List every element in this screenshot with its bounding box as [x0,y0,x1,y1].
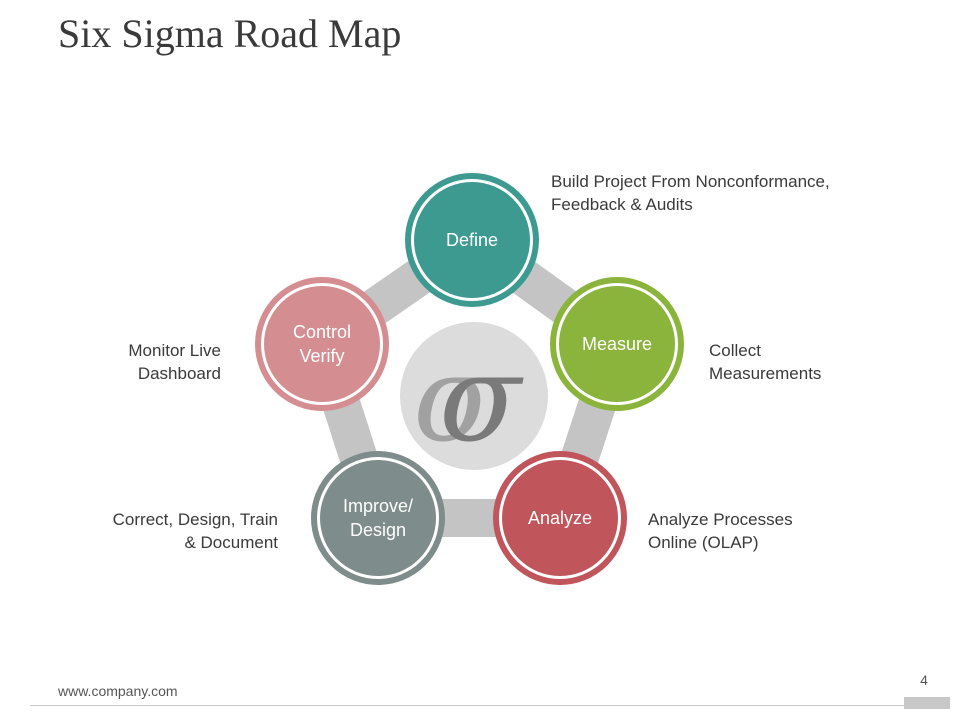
control-description-line-2: Dashboard [137,364,221,383]
improve-description-line-1: Correct, Design, Train [112,510,278,529]
define-description-line-2: Feedback & Audits [551,195,693,214]
analyze-description-line-2: Online (OLAP) [648,533,759,552]
measure-node-label: Measure [581,334,653,354]
improve-design-node-fill: Improve/ Design [320,460,436,576]
improve-node-label-line-1: Improve/ [342,496,414,516]
improve-node-label-line-2: Design [349,520,407,540]
control-description-line-1: Monitor Live [128,341,221,360]
measure-node-fill: Measure [559,286,675,402]
control-description: Monitor Live Dashboard [80,339,221,385]
slide-title: Six Sigma Road Map [58,11,402,56]
svg-text:σ: σ [439,330,524,469]
measure-description: Collect Measurements [709,339,821,385]
define-description: Build Project From Nonconformance, Feedb… [551,170,830,216]
control-node-label-line-1: Control [292,322,352,342]
measure-node: Measure [550,277,684,411]
measure-description-line-1: Collect [709,341,761,360]
control-node-label-line-2: Verify [299,346,345,366]
analyze-description: Analyze Processes Online (OLAP) [648,508,793,554]
footer-tab-marker [904,697,950,709]
define-node-fill: Define [414,182,530,298]
measure-description-line-2: Measurements [709,364,822,383]
improve-description-line-2: & Document [184,533,278,552]
sigma-logo-icon: σ σ [413,330,524,469]
control-verify-node-fill: Control Verify [264,286,380,402]
improve-description: Correct, Design, Train & Document [78,508,278,554]
define-description-line-1: Build Project From Nonconformance, [551,172,830,191]
control-verify-node: Control Verify [255,277,389,411]
svg-text:σ: σ [413,330,498,469]
define-node: Define [405,173,539,307]
footer-divider [30,705,930,706]
define-node-label: Define [445,230,499,250]
analyze-node-fill: Analyze [502,460,618,576]
analyze-description-line-1: Analyze Processes [648,510,793,529]
footer-url: www.company.com [58,683,178,699]
center-circle [400,322,548,470]
analyze-node-label: Analyze [527,508,593,528]
page-number: 4 [920,672,928,688]
analyze-node: Analyze [493,451,627,585]
improve-design-node: Improve/ Design [311,451,445,585]
